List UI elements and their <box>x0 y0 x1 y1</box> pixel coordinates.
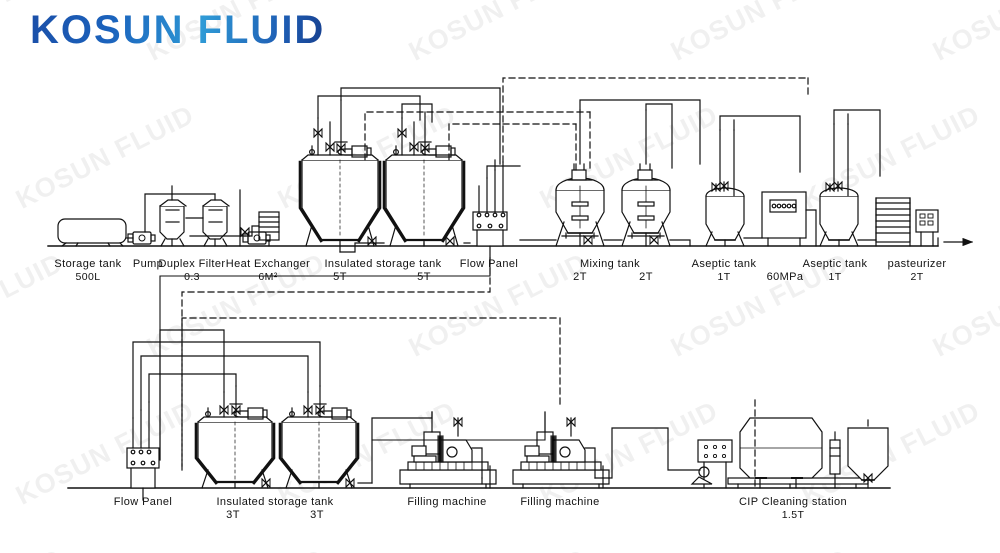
label-mixing-tank-b-cap: 2T <box>639 271 653 283</box>
top-pipe-network <box>317 87 881 179</box>
equip-flow-panel-bottom <box>126 401 160 501</box>
label-insulated-storage-tank-5t-a-cap: 5T <box>333 271 347 283</box>
label-insulated-storage-tank-5t-b-cap: 5T <box>417 271 431 283</box>
equip-insulated-storage-tank-5t-b <box>382 111 466 247</box>
label-mixing-tank: Mixing tank <box>579 258 641 270</box>
label-filling-machine-b: Filling machine <box>520 496 600 508</box>
equip-aseptic-tank-1t-a <box>705 129 745 247</box>
equip-cip-cleaning-station <box>690 417 889 489</box>
label-pump: Pump <box>132 258 164 270</box>
equip-storage-tank <box>57 218 134 247</box>
equip-homogenizer <box>743 191 817 247</box>
equip-filling-machine-a <box>399 411 497 489</box>
label-duplex-filter: Duplex Filter 0.3 <box>158 258 226 283</box>
equip-flow-panel-top <box>472 161 508 259</box>
cip-link-top-to-bottom <box>181 257 491 471</box>
equip-insulated-storage-tank-3t-d <box>278 385 360 489</box>
label-insulated-storage-tank-3t-d-cap: 3T <box>310 509 324 521</box>
label-pasteurizer: pasteurizer 2T <box>887 258 947 283</box>
cip-return-lines-top <box>364 77 809 173</box>
equip-duplex-filter <box>144 185 246 247</box>
equip-filling-machine-b <box>512 411 610 489</box>
brand-logo-text: KOSUN FLUID <box>30 8 326 52</box>
label-flow-panel-top: Flow Panel <box>459 258 519 270</box>
equip-aseptic-tank-1t-b <box>819 123 859 247</box>
valve-pump2 <box>240 227 250 237</box>
equip-insulated-storage-tank-5t-a <box>298 99 382 253</box>
label-insulated-storage-tank-3t-c-cap: 3T <box>226 509 240 521</box>
label-storage-tank: Storage tank 500L <box>54 258 122 283</box>
label-homogenizer-pressure: 60MPa <box>766 271 804 283</box>
label-aseptic-tank-b: Aseptic tank 1T <box>802 258 868 283</box>
label-filling-machine-a: Filling machine <box>407 496 487 508</box>
equip-mixing-tank-2t-b <box>621 109 671 247</box>
label-aseptic-tank-a: Aseptic tank 1T <box>691 258 757 283</box>
label-cip-cleaning-station: CIP Cleaning station 1.5T <box>738 496 848 521</box>
label-mixing-tank-a-cap: 2T <box>573 271 587 283</box>
label-flow-panel-bottom: Flow Panel <box>113 496 173 508</box>
cip-return-lines-bottom <box>181 317 869 489</box>
label-insulated-storage-tank-3t: Insulated storage tank <box>216 496 334 508</box>
brand-logo: KOSUN FLUID <box>30 10 325 50</box>
equip-pasteurizer <box>857 197 939 247</box>
label-insulated-storage-tank-5t: Insulated storage tank <box>324 258 442 270</box>
equip-mixing-tank-2t-a <box>555 109 605 247</box>
equip-insulated-storage-tank-3t-c <box>194 385 276 489</box>
label-heat-exchanger: Heat Exchanger 6M² <box>225 258 311 283</box>
bottom-pipe-network <box>132 329 701 485</box>
